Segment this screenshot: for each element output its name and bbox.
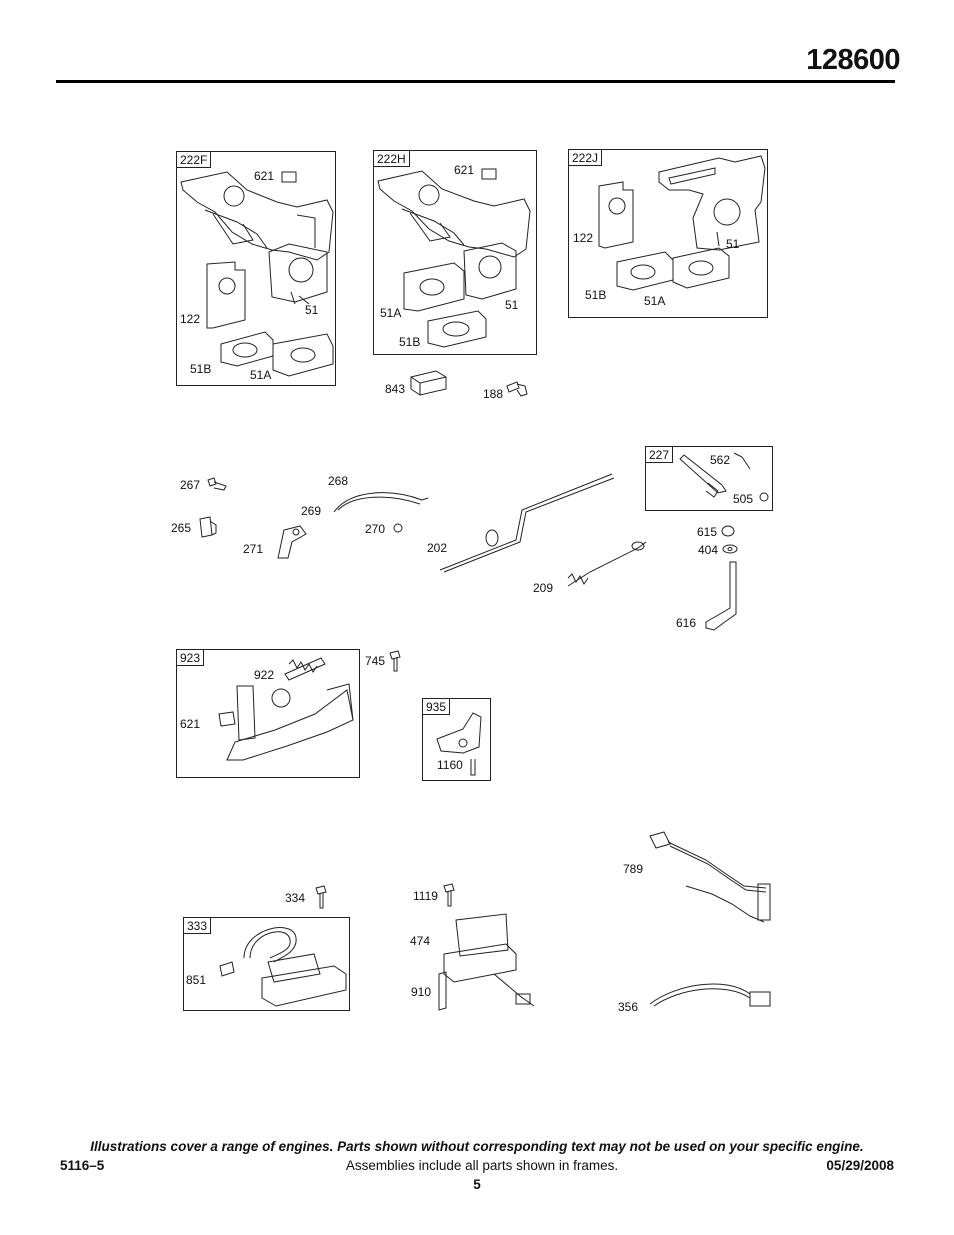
callout-122: 122 xyxy=(180,312,201,326)
frame-923: 923 922 621 xyxy=(176,649,360,778)
callout-474: 474 xyxy=(410,934,431,948)
callout-271: 271 xyxy=(243,542,264,556)
ignition-armature-illustration xyxy=(436,910,540,1014)
spacer-pin-illustration xyxy=(436,970,450,1012)
frame-label: 222H xyxy=(374,151,410,167)
callout-51b: 51B xyxy=(399,335,421,349)
callout-122: 122 xyxy=(573,231,594,245)
link-rod-illustration xyxy=(330,486,430,516)
clip-illustration xyxy=(198,515,218,539)
governor-spring-bracket-illustration xyxy=(177,650,359,777)
callout-202: 202 xyxy=(427,541,448,555)
callout-615: 615 xyxy=(697,525,718,539)
callout-334: 334 xyxy=(285,891,306,905)
callout-621: 621 xyxy=(254,169,275,183)
callout-621: 621 xyxy=(180,717,201,731)
nut-illustration xyxy=(392,522,404,534)
frame-label: 333 xyxy=(184,918,212,934)
callout-505: 505 xyxy=(733,492,754,506)
header-rule xyxy=(56,80,895,83)
document-code: 5116–5 xyxy=(60,1158,105,1173)
callout-621: 621 xyxy=(454,163,475,177)
frame-333: 333 851 xyxy=(183,917,350,1011)
callout-851: 851 xyxy=(186,973,207,987)
page-number: 5 xyxy=(473,1177,481,1192)
callout-51: 51 xyxy=(726,237,740,251)
callout-356: 356 xyxy=(618,1000,639,1014)
frame-label: 923 xyxy=(177,650,205,666)
screw-illustration xyxy=(206,476,228,494)
callout-843: 843 xyxy=(385,382,406,396)
callout-745: 745 xyxy=(365,654,386,668)
lever-illustration xyxy=(270,520,310,560)
spring-illustration xyxy=(560,534,650,592)
callout-51a: 51A xyxy=(644,294,666,308)
frame-935: 935 1160 xyxy=(422,698,491,781)
governor-bracket-illustration xyxy=(177,152,335,385)
nut-illustration xyxy=(720,524,736,538)
frame-222f: 222F 621 122 51 51B 51A xyxy=(176,151,336,386)
screw-illustration xyxy=(505,378,529,400)
frame-label: 222J xyxy=(569,150,603,166)
publication-date: 05/29/2008 xyxy=(826,1158,894,1173)
callout-51: 51 xyxy=(305,303,319,317)
spacer-illustration xyxy=(408,369,448,397)
bracket-illustration xyxy=(423,699,490,780)
callout-267: 267 xyxy=(180,478,201,492)
frame-label: 935 xyxy=(423,699,451,715)
callout-209: 209 xyxy=(533,581,554,595)
callout-51b: 51B xyxy=(190,362,212,376)
footer-disclaimer: Illustrations cover a range of engines. … xyxy=(90,1139,864,1154)
callout-910: 910 xyxy=(411,985,432,999)
callout-404: 404 xyxy=(698,543,719,557)
callout-270: 270 xyxy=(365,522,386,536)
frame-222h: 222H 621 51A 51 51B xyxy=(373,150,537,355)
ignition-coil-illustration xyxy=(184,918,349,1010)
callout-265: 265 xyxy=(171,521,192,535)
frame-227: 227 562 505 xyxy=(645,446,773,511)
callout-269: 269 xyxy=(301,504,322,518)
frame-label: 222F xyxy=(177,152,212,168)
model-number: 128600 xyxy=(806,44,900,76)
callout-1119: 1119 xyxy=(413,889,438,903)
frame-222j: 222J 122 51 51B 51A xyxy=(568,149,768,318)
callout-922: 922 xyxy=(254,668,275,682)
bracket-gasket-illustration xyxy=(569,150,767,317)
washer-illustration xyxy=(721,543,739,555)
assemblies-note: Assemblies include all parts shown in fr… xyxy=(345,1158,619,1173)
callout-51b: 51B xyxy=(585,288,607,302)
callout-268: 268 xyxy=(328,474,349,488)
screw-illustration xyxy=(313,884,329,910)
screw-illustration xyxy=(441,882,457,908)
wire-harness-illustration xyxy=(646,830,776,926)
callout-51a: 51A xyxy=(380,306,402,320)
frame-label: 227 xyxy=(646,447,674,463)
callout-51: 51 xyxy=(505,298,519,312)
callout-562: 562 xyxy=(710,453,731,467)
governor-link-illustration xyxy=(436,466,616,576)
callout-188: 188 xyxy=(483,387,504,401)
screw-illustration xyxy=(388,649,402,673)
callout-616: 616 xyxy=(676,616,697,630)
shaft-illustration xyxy=(700,558,750,644)
callout-789: 789 xyxy=(623,862,644,876)
ground-wire-illustration xyxy=(646,974,776,1014)
throttle-lever-illustration xyxy=(646,447,772,510)
callout-1160: 1160 xyxy=(437,758,463,772)
governor-bracket-illustration xyxy=(374,151,536,354)
callout-51a: 51A xyxy=(250,368,272,382)
